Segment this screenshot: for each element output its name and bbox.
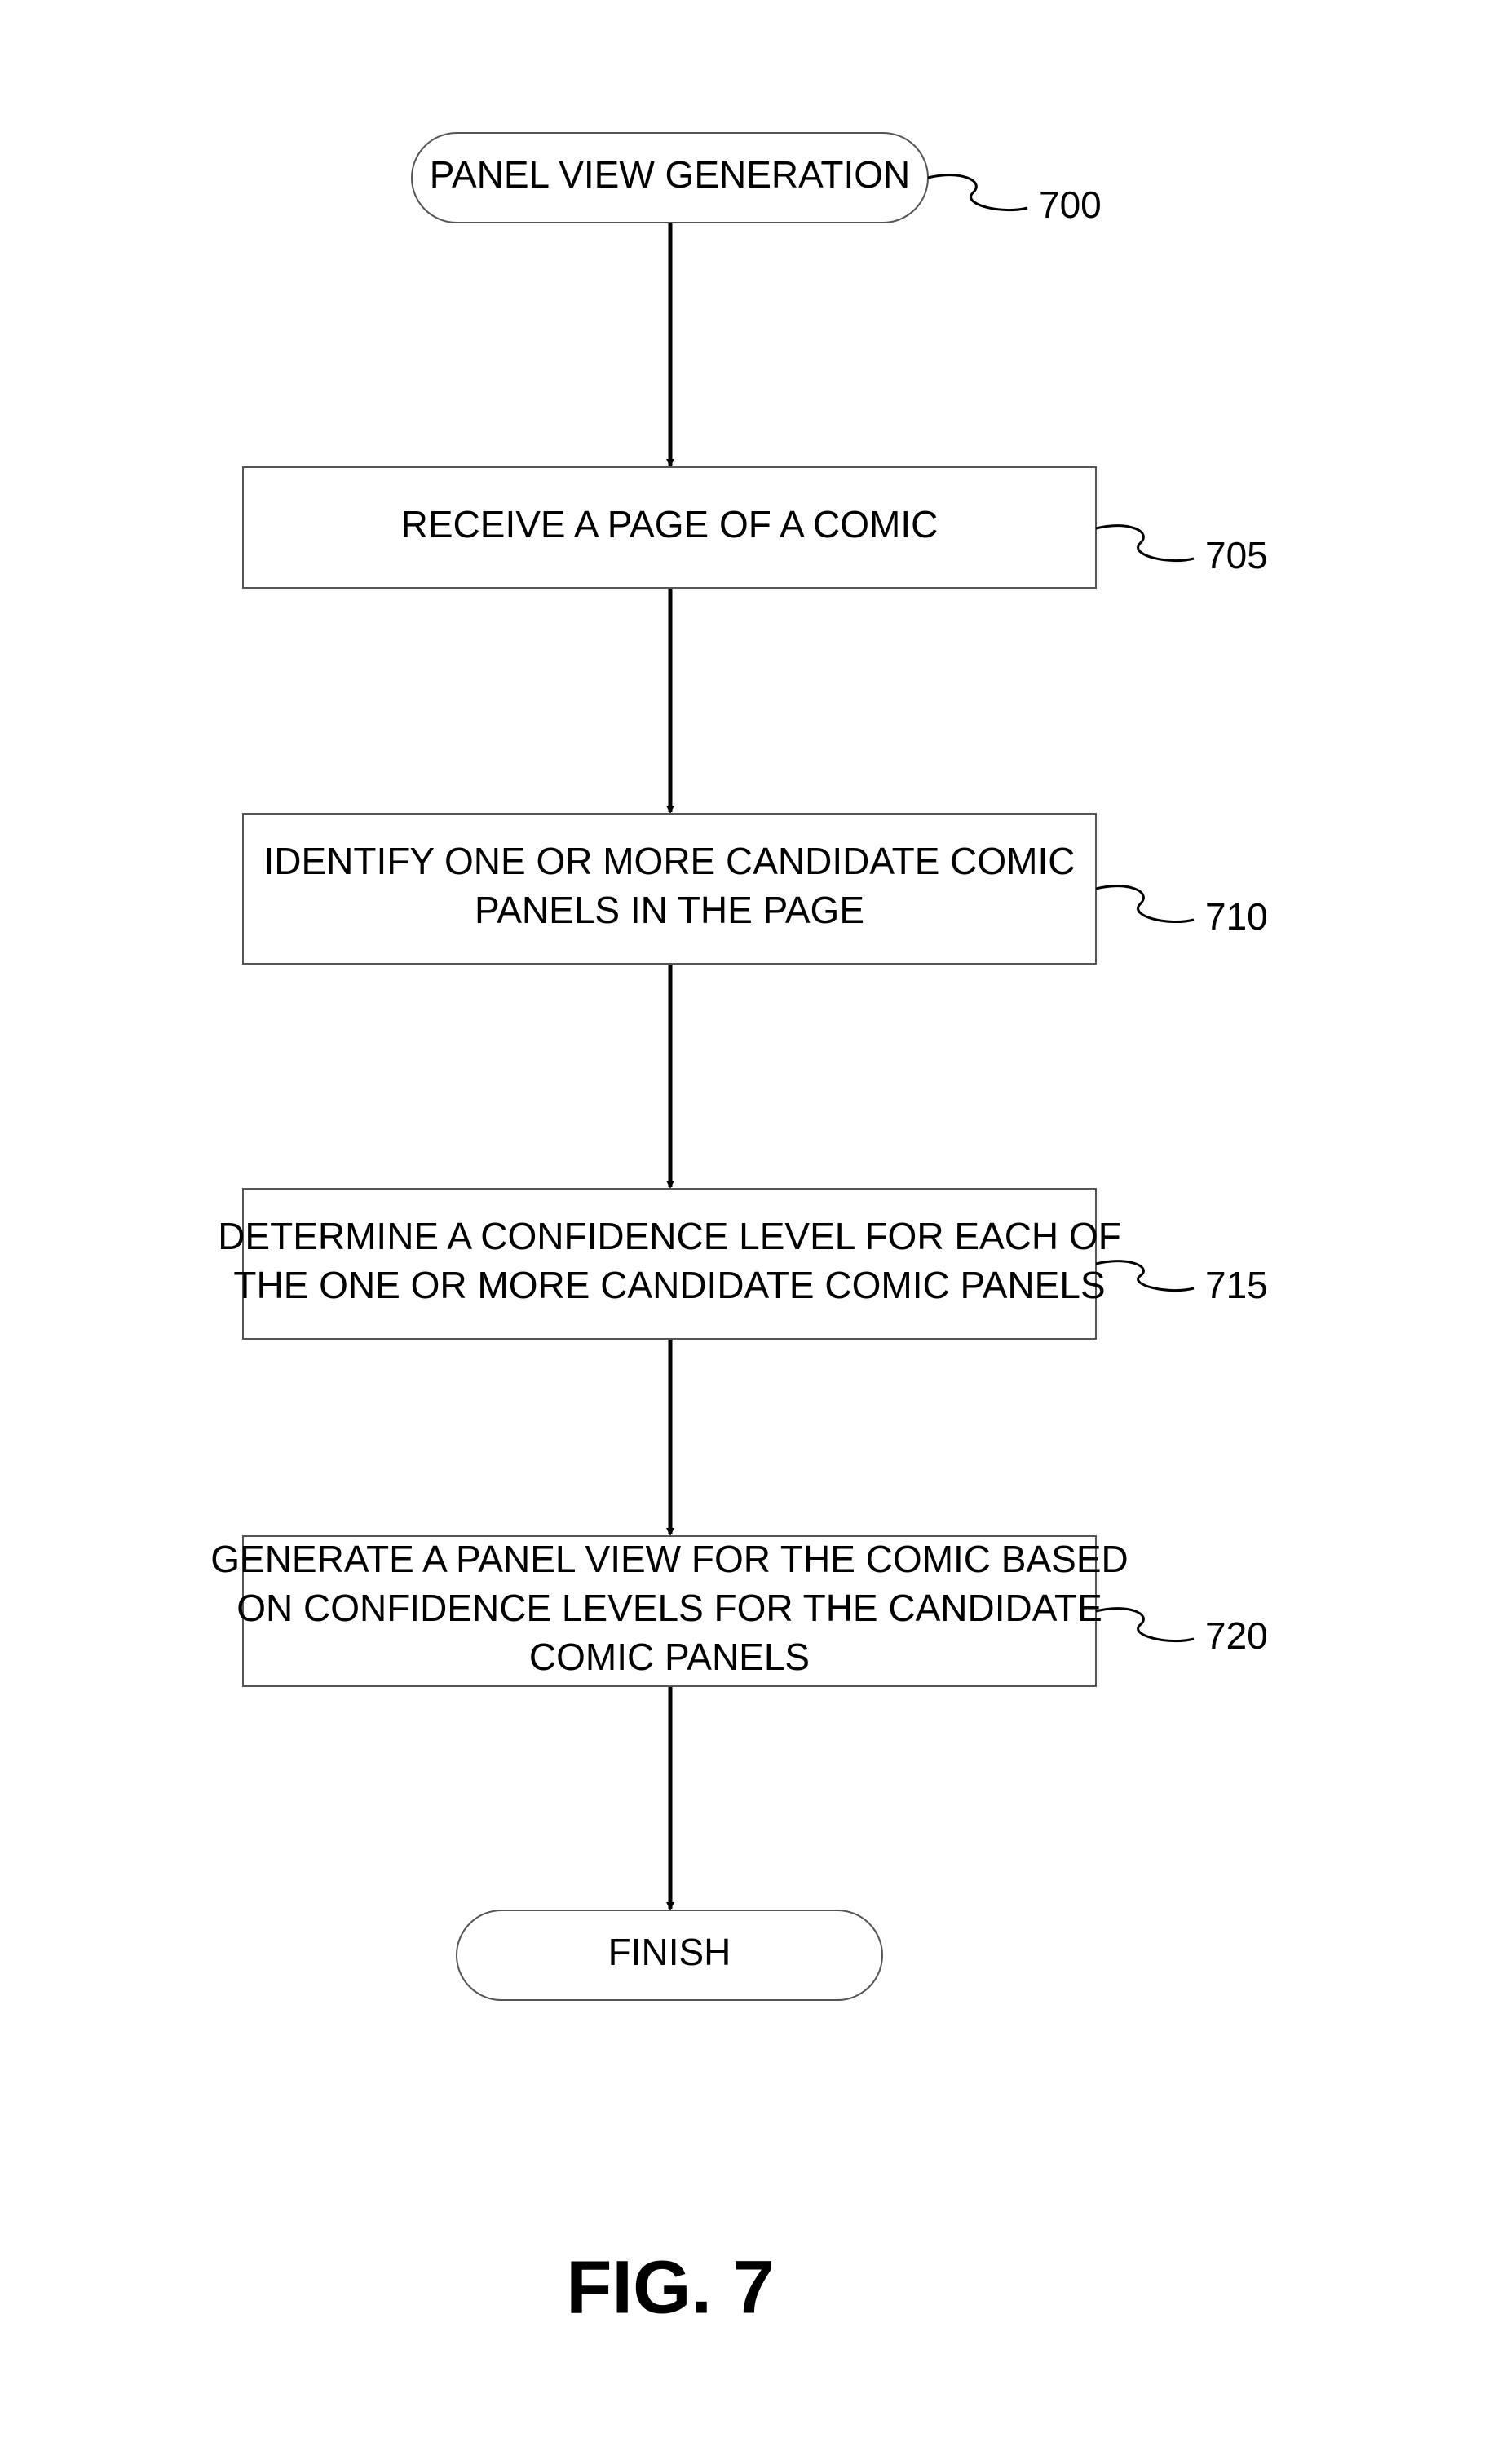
figure-label: FIG. 7	[566, 2245, 775, 2329]
node-label-line: PANEL VIEW GENERATION	[430, 153, 911, 196]
node-finish: FINISH	[457, 1910, 882, 2000]
reference-leader-line	[1096, 1609, 1194, 1641]
node-label-line: IDENTIFY ONE OR MORE CANDIDATE COMIC	[263, 840, 1075, 882]
reference-leader-line	[1096, 526, 1194, 561]
reference-leader-line	[1096, 1261, 1194, 1291]
node-label-line: ON CONFIDENCE LEVELS FOR THE CANDIDATE	[236, 1587, 1102, 1629]
node-step-720: GENERATE A PANEL VIEW FOR THE COMIC BASE…	[210, 1536, 1129, 1686]
node-label-line: GENERATE A PANEL VIEW FOR THE COMIC BASE…	[210, 1538, 1129, 1580]
node-label-line: FINISH	[608, 1931, 731, 1973]
reference-numeral: 720	[1205, 1614, 1268, 1657]
node-step-705: RECEIVE A PAGE OF A COMIC	[243, 467, 1096, 588]
node-label-line: COMIC PANELS	[529, 1636, 810, 1678]
reference-leader-line	[928, 175, 1027, 210]
node-label-line: DETERMINE A CONFIDENCE LEVEL FOR EACH OF	[218, 1215, 1121, 1257]
node-step-710: IDENTIFY ONE OR MORE CANDIDATE COMIC PANE…	[243, 814, 1096, 964]
reference-numeral: 700	[1039, 183, 1102, 226]
reference-numeral: 715	[1205, 1264, 1268, 1306]
node-label-line: PANELS IN THE PAGE	[475, 889, 864, 931]
reference-leader-line	[1096, 886, 1194, 922]
reference-numeral: 710	[1205, 895, 1268, 938]
reference-numeral: 705	[1205, 534, 1268, 576]
node-label-line: THE ONE OR MORE CANDIDATE COMIC PANELS	[233, 1264, 1105, 1306]
node-start: PANEL VIEW GENERATION	[412, 133, 928, 223]
node-label-line: RECEIVE A PAGE OF A COMIC	[401, 503, 939, 545]
node-step-715: DETERMINE A CONFIDENCE LEVEL FOR EACH OF…	[218, 1189, 1121, 1339]
